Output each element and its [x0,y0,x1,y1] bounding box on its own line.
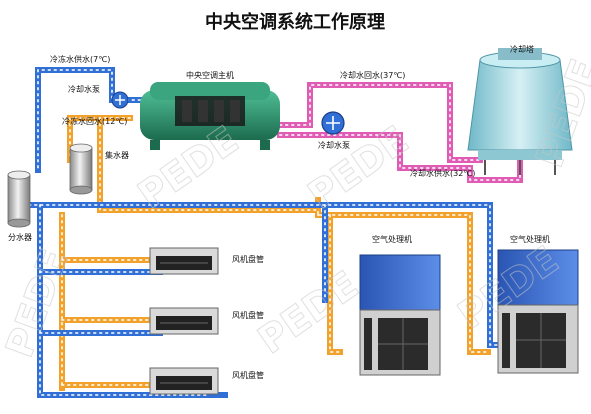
collector-tank-icon [69,143,93,195]
chiller-label: 中央空调主机 [186,70,234,80]
cooling-water-pipes [277,82,523,183]
distributor-label: 分水器 [8,232,32,242]
air-handler-icon-2 [497,249,579,374]
cooling-return-label: 冷却水回水(37℃) [340,70,405,80]
chilled-supply-label: 冷冻水供水(7℃) [50,54,110,64]
chilled-pump-icon [111,91,129,109]
chilled-pump-label: 冷却水泵 [68,84,100,94]
cooling-supply-label: 冷却水供水(32℃) [410,168,475,178]
distributor-tank-icon [7,170,31,228]
ahu-label-1: 空气处理机 [372,234,412,244]
fan-coil-icon-3 [149,367,219,395]
cooling-tower-label: 冷却塔 [510,44,534,54]
ahu-label-2: 空气处理机 [510,234,550,244]
cooling-pump-icon [321,111,345,135]
fan-coil-icon-2 [149,307,219,335]
diagram-title: 中央空调系统工作原理 [205,11,385,33]
chilled-return-label: 冷冻水回水(12℃) [62,116,127,126]
fcu-label-3: 风机盘管 [232,370,264,380]
cooling-tower-icon [467,48,573,175]
watermark-6: PEDE [0,243,77,363]
watermark-3: PEDE [250,262,366,362]
fcu-label-2: 风机盘管 [232,310,264,320]
cooling-pump-label: 冷却水泵 [318,140,350,150]
chiller-unit [140,82,280,150]
air-handler-icon-1 [359,254,441,376]
fan-coil-icon-1 [149,247,219,275]
collector-label: 集水器 [105,150,129,160]
fcu-label-1: 风机盘管 [232,254,264,264]
